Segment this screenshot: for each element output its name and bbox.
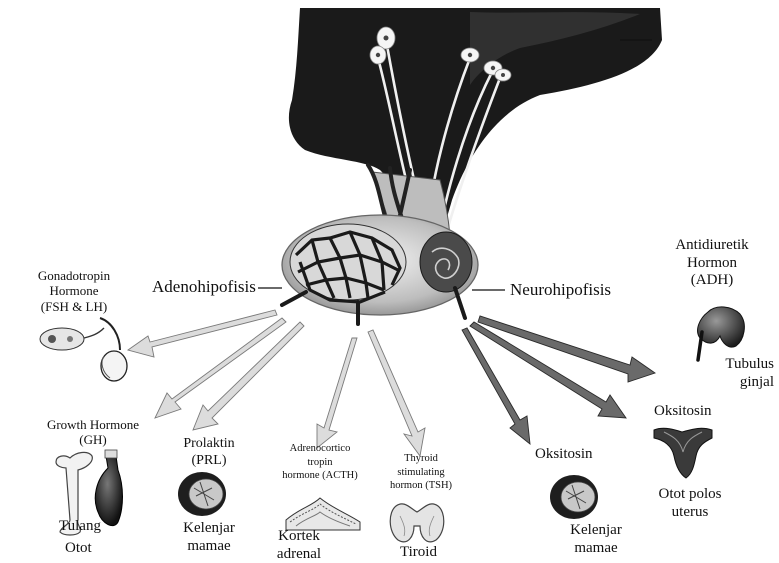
label-tsh: Thyroid stimulating hormon (TSH) — [380, 452, 462, 493]
thyroid-icon — [390, 504, 444, 542]
label-kelenjar-mamae-left: Kelenjar mamae — [176, 520, 242, 555]
gonad-icon — [40, 318, 127, 381]
arrow-to-acth — [317, 338, 357, 448]
label-adenohipofisis: Adenohipofisis — [152, 277, 256, 297]
label-oksitosin-left: Oksitosin — [535, 446, 593, 464]
arrow-to-tsh — [368, 330, 425, 456]
arrow-to-gonads — [128, 310, 277, 357]
label-tiroid: Tiroid — [400, 544, 437, 562]
adrenal-icon — [286, 498, 360, 530]
muscle-icon — [95, 450, 122, 526]
label-otot-polos-uterus: Otot polos uterus — [652, 486, 728, 521]
arrow-to-oxytocin-left — [462, 328, 530, 444]
kidney-icon — [698, 307, 745, 360]
posterior-arrows — [462, 316, 655, 444]
label-oksitosin-right: Oksitosin — [654, 403, 712, 421]
label-kelenjar-mamae-right: Kelenjar mamae — [561, 522, 631, 557]
mammary-gland-icon-right — [550, 475, 598, 519]
uterus-icon — [654, 428, 712, 478]
anterior-arrows — [128, 310, 425, 456]
label-neurohipofisis: Neurohipofisis — [510, 280, 611, 300]
label-kortek-adrenal: Kortek adrenal — [266, 528, 332, 563]
label-otot: Otot — [65, 540, 92, 558]
label-tubulus-ginjal: Tubulus ginjal — [718, 356, 774, 391]
label-growth-hormone: Growth Hormone (GH) — [34, 417, 152, 448]
arrow-to-uterus — [470, 322, 626, 418]
label-tulang: Tulang — [59, 518, 101, 536]
label-adh: Antidiuretik Hormon (ADH) — [664, 237, 760, 290]
label-prolactin: Prolaktin (PRL) — [176, 436, 242, 469]
arrow-to-kidney — [478, 316, 655, 382]
label-gonadotropin: Gonadotropin Hormone (FSH & LH) — [18, 268, 130, 314]
mammary-gland-icon-left — [178, 472, 226, 516]
posterior-lobe — [420, 232, 472, 292]
label-acth: Adrenocortico tropin hormone (ACTH) — [270, 442, 370, 483]
